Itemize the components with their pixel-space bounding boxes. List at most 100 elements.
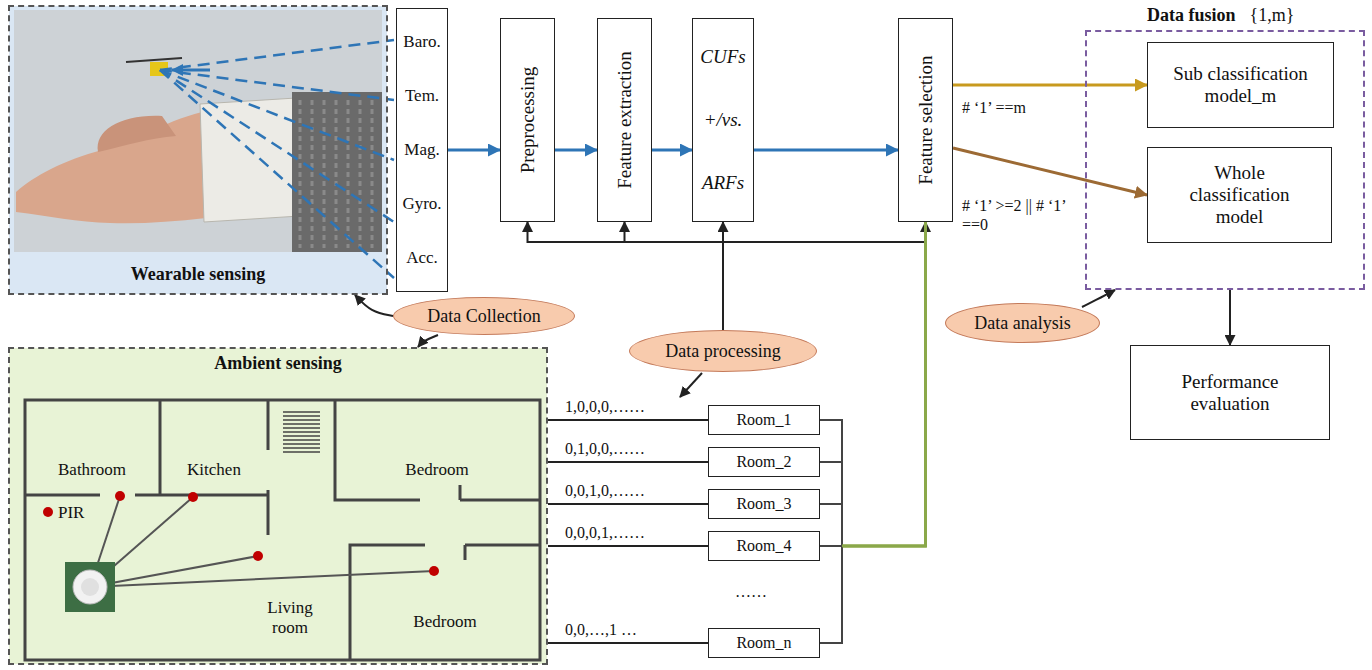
room-vector-line bbox=[548, 420, 708, 643]
stairs bbox=[283, 412, 320, 452]
room-vector: 0,0,1,0,…… bbox=[565, 482, 645, 500]
room-vector: 1,0,0,0,…… bbox=[565, 398, 645, 416]
condition-label: # ‘1’ ==m bbox=[960, 98, 1028, 117]
pir-dot bbox=[115, 491, 125, 501]
sensor-leader-line bbox=[160, 70, 394, 278]
sensor-leader-line bbox=[160, 40, 394, 70]
evaluation-box: Performance evaluation bbox=[1130, 345, 1330, 440]
pir-wire bbox=[90, 571, 434, 587]
floor-plan-wall bbox=[350, 545, 540, 660]
node-text: Room_1 bbox=[736, 411, 791, 429]
connector-line bbox=[842, 222, 926, 546]
process-box: Preprocessing bbox=[500, 18, 555, 222]
node-text: Feature selection bbox=[915, 55, 937, 184]
connector bbox=[820, 222, 926, 546]
room-name: Living room bbox=[259, 598, 321, 637]
room-box: Room_3 bbox=[708, 489, 820, 519]
pir-sensor-photo bbox=[65, 562, 115, 612]
node-text: Gyro. bbox=[402, 194, 441, 214]
node-text: Sub classification model_m bbox=[1153, 63, 1328, 107]
connector bbox=[625, 222, 724, 330]
connector bbox=[448, 150, 500, 151]
room-name: Bathroom bbox=[52, 460, 132, 480]
connector bbox=[418, 335, 438, 347]
node-text: Room_3 bbox=[736, 495, 791, 513]
node-text: Data Collection bbox=[427, 306, 540, 327]
connector bbox=[723, 222, 926, 330]
sensor-leader-line bbox=[160, 70, 394, 222]
stage-oval: Data Collection bbox=[393, 297, 575, 335]
connector-line bbox=[953, 84, 1147, 87]
pir-sensor-photo bbox=[81, 578, 99, 596]
node-text: Whole classification model bbox=[1177, 162, 1302, 228]
fusion-group: Data fusion{1,m}Sub classification model… bbox=[1085, 30, 1365, 290]
group-heading: Data fusion bbox=[1147, 5, 1236, 26]
sensor-leader-line bbox=[160, 40, 394, 278]
connector bbox=[355, 295, 393, 316]
pir-dot bbox=[43, 491, 439, 576]
connector-line bbox=[754, 149, 898, 152]
node-text: Mag. bbox=[404, 140, 439, 160]
node-text: Preprocessing bbox=[517, 67, 539, 174]
room-vector-line bbox=[548, 642, 708, 644]
connector-line bbox=[953, 148, 1147, 195]
connector-line bbox=[820, 545, 842, 547]
connector bbox=[953, 148, 1147, 195]
group-heading: {1,m} bbox=[1250, 5, 1295, 26]
connector bbox=[820, 222, 926, 546]
group-heading: Wearable sensing bbox=[10, 264, 386, 285]
connector bbox=[820, 222, 926, 546]
wrist-photo bbox=[16, 112, 206, 223]
room-vector-line bbox=[548, 503, 708, 505]
process-box: Feature extraction bbox=[597, 18, 652, 222]
pir-wire bbox=[90, 496, 434, 587]
connector-line bbox=[1082, 290, 1115, 307]
group-heading: Ambient sensing bbox=[10, 353, 546, 374]
node-text: Data analysis bbox=[974, 313, 1070, 334]
node-text: Room_4 bbox=[736, 537, 791, 555]
connector-line bbox=[820, 420, 842, 546]
pir-sensor-photo bbox=[65, 562, 115, 612]
stairs bbox=[283, 412, 320, 452]
connector bbox=[555, 150, 597, 151]
connector bbox=[953, 85, 1147, 86]
connector bbox=[1230, 290, 1231, 345]
connector bbox=[820, 222, 926, 546]
node-text: Acc. bbox=[406, 248, 438, 268]
processing-pointer bbox=[680, 373, 702, 397]
floor-plan-wall bbox=[267, 400, 270, 535]
node-text: Baro. bbox=[403, 32, 440, 52]
pir-dot bbox=[429, 566, 439, 576]
feature-box: CUFs+/vs.ARFs bbox=[692, 18, 754, 222]
model-box: Sub classification model_m bbox=[1147, 42, 1334, 128]
room-vector: 0,1,0,0,…… bbox=[565, 440, 645, 458]
connector bbox=[1082, 290, 1115, 307]
room-vector-line bbox=[548, 545, 708, 547]
connector-line bbox=[820, 546, 842, 643]
wrist-photo bbox=[126, 58, 182, 62]
wrist-photo bbox=[14, 10, 382, 252]
node-text: Feature extraction bbox=[614, 51, 636, 189]
connector-line bbox=[820, 462, 842, 546]
room-name: Kitchen bbox=[179, 460, 249, 480]
pir-dot bbox=[253, 551, 263, 561]
room-name: Bedroom bbox=[392, 460, 482, 480]
connector bbox=[754, 150, 898, 151]
condition-label: # ‘1’ >=2 || # ‘1’ ==0 bbox=[960, 196, 1084, 234]
process-box: Feature selection bbox=[898, 18, 953, 222]
room-box: Room_1 bbox=[708, 405, 820, 435]
model-box: Whole classification model bbox=[1147, 147, 1332, 243]
pir-sensor-photo bbox=[73, 570, 107, 604]
connector-line bbox=[418, 335, 438, 347]
panel-ground bbox=[9, 6, 547, 664]
sensor-name: PIR bbox=[58, 503, 84, 523]
node-text: ARFs bbox=[702, 172, 744, 194]
connector-line bbox=[355, 295, 393, 316]
room-vector-line bbox=[548, 461, 708, 463]
connector-line bbox=[625, 222, 724, 330]
connector-line bbox=[448, 149, 500, 152]
floor-plan-wall bbox=[335, 400, 540, 500]
connector-line bbox=[820, 504, 842, 546]
stage-oval: Data processing bbox=[629, 330, 817, 372]
